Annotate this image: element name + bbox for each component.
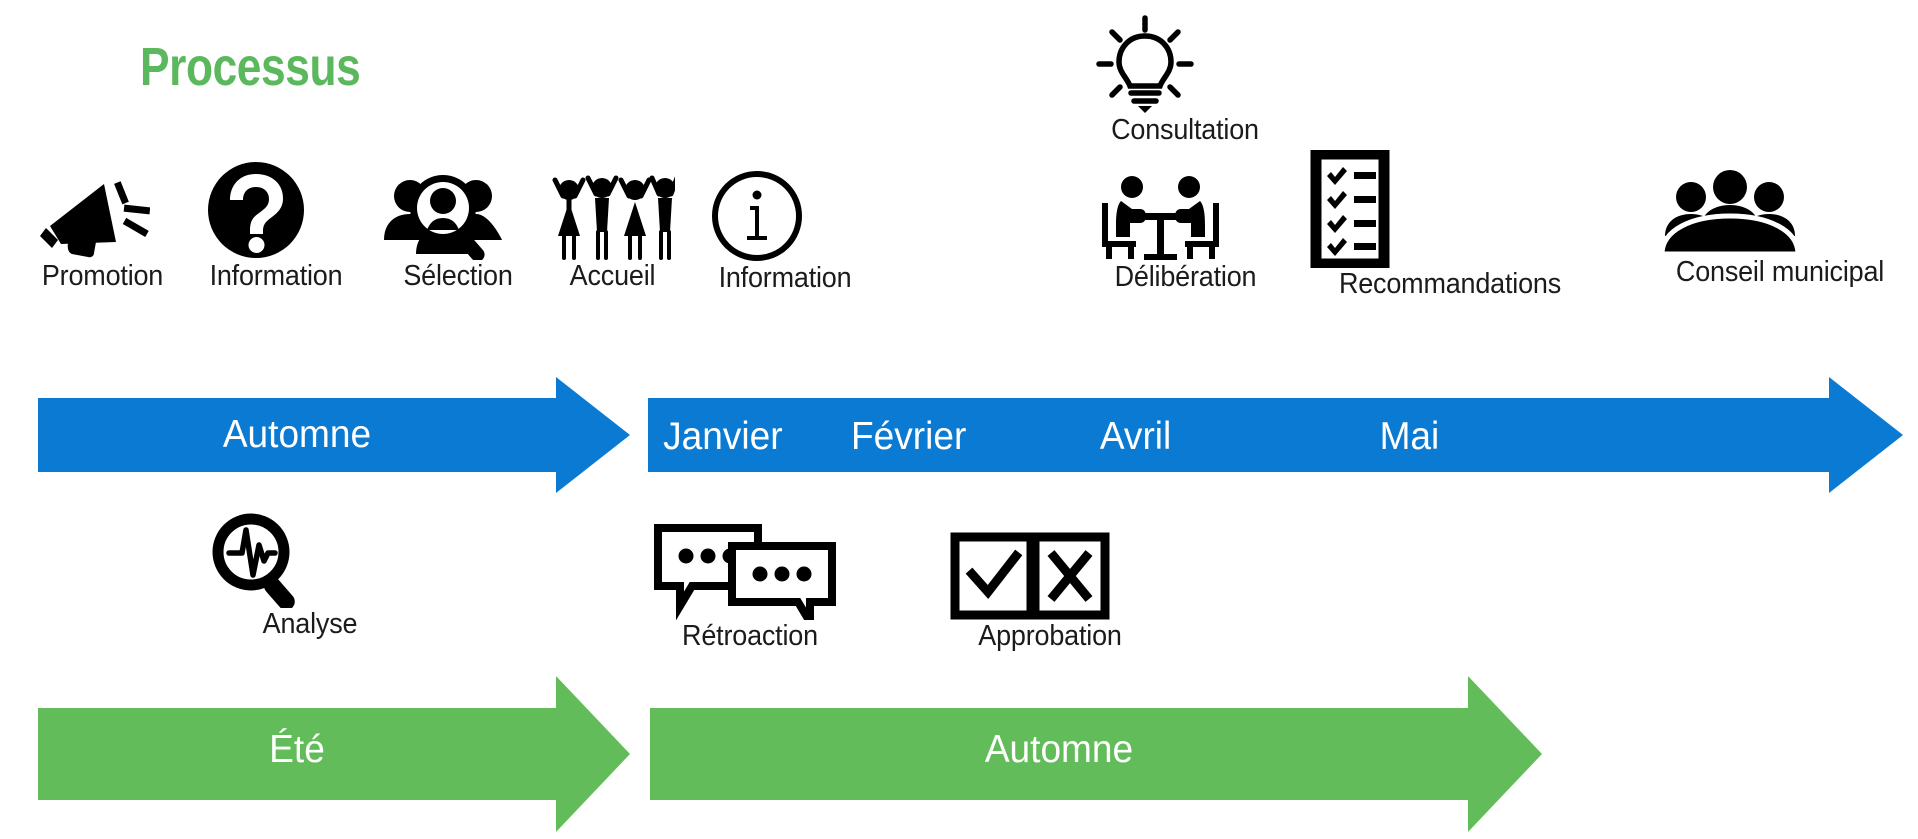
- council-group-icon: [1660, 170, 1900, 256]
- node-recommandations: Recommandations: [1300, 150, 1600, 301]
- people-cheering-icon: [545, 168, 680, 260]
- checklist-clipboard-icon: [1300, 150, 1600, 268]
- node-selection: Sélection: [378, 168, 538, 293]
- page-title: Processus: [140, 37, 361, 97]
- timeline-green-arrow-automne: Automne: [650, 676, 1542, 832]
- node-label: Rétroaction: [682, 620, 818, 652]
- timeline-segment-label: Automne: [984, 728, 1134, 771]
- meeting-table-icon: [1088, 175, 1283, 261]
- lightbulb-icon: [1085, 14, 1285, 114]
- node-accueil: Accueil: [545, 168, 680, 293]
- timeline-segment-label: Janvier: [663, 415, 783, 458]
- speech-bubbles-icon: [650, 520, 850, 620]
- node-promotion: Promotion: [20, 170, 185, 293]
- info-circle-icon: [705, 170, 865, 262]
- node-information-2: Information: [705, 170, 865, 295]
- node-approbation: Approbation: [950, 532, 1150, 653]
- node-label: Information: [209, 260, 343, 292]
- check-cross-boxes-icon: [950, 532, 1150, 620]
- timeline-segment-label: Février: [851, 415, 967, 458]
- timeline-blue-arrow-months: Janvier Février Avril Mai: [648, 377, 1903, 493]
- node-conseil-municipal: Conseil municipal: [1660, 170, 1900, 289]
- megaphone-icon: [20, 170, 185, 260]
- node-label: Information: [718, 262, 852, 294]
- node-label: Promotion: [41, 260, 164, 292]
- node-label: Analyse: [262, 608, 358, 640]
- node-label: Consultation: [1111, 114, 1259, 146]
- timeline-segment-label: Automne: [222, 413, 372, 456]
- node-label: Approbation: [978, 620, 1122, 652]
- node-analyse: Analyse: [210, 512, 410, 641]
- timeline-green-arrow-ete: Été: [38, 676, 630, 832]
- timeline-blue-arrow-automne: Automne: [38, 377, 630, 493]
- timeline-segment-label: Été: [269, 728, 325, 771]
- node-label: Délibération: [1114, 261, 1257, 293]
- node-label: Accueil: [569, 260, 656, 292]
- node-deliberation: Délibération: [1088, 175, 1283, 294]
- timeline-segment-label: Avril: [1099, 415, 1172, 458]
- question-mark-circle-icon: [196, 160, 356, 260]
- node-consultation: Consultation: [1085, 14, 1285, 147]
- people-magnifier-icon: [378, 168, 538, 260]
- node-label: Sélection: [403, 260, 513, 292]
- timeline-segment-label: Mai: [1379, 415, 1440, 458]
- node-information-1: Information: [196, 160, 356, 293]
- node-retroaction: Rétroaction: [650, 520, 850, 653]
- node-label: Conseil municipal: [1675, 256, 1885, 288]
- magnifier-pulse-icon: [210, 512, 410, 608]
- node-label: Recommandations: [1338, 268, 1562, 300]
